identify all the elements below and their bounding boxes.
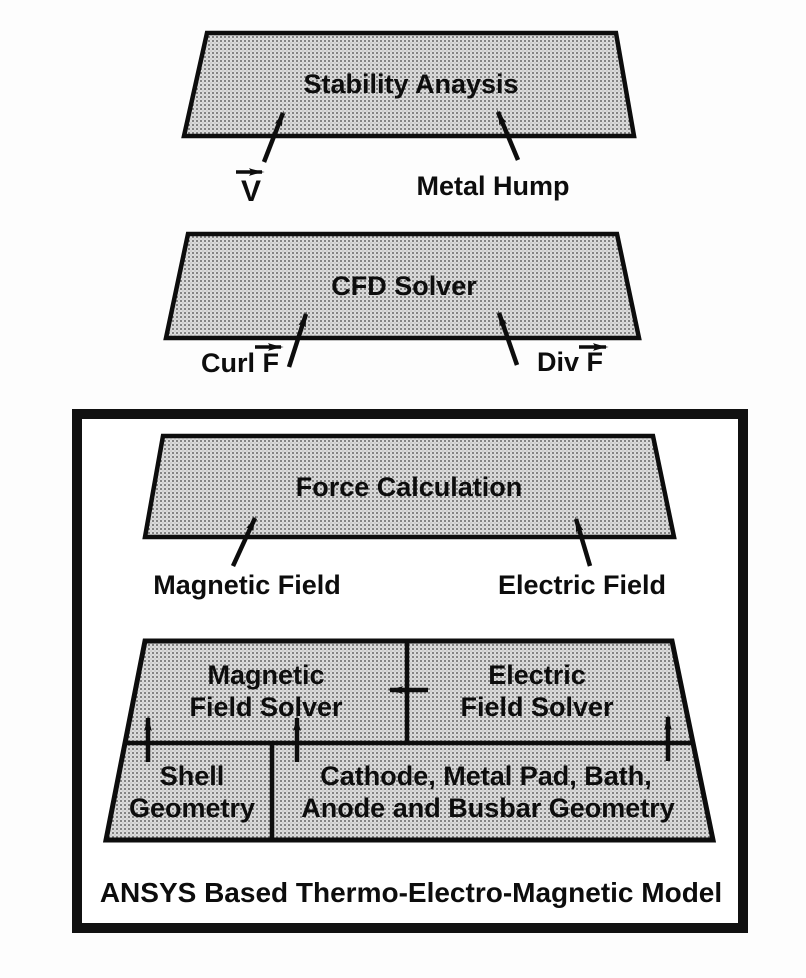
- arrow-div-to-cfd: [496, 310, 520, 366]
- electric-field-label: Electric Field: [498, 570, 666, 600]
- shell-geometry-label-line2: Geometry: [129, 793, 255, 823]
- stability-analysis-trapezoid: [181, 30, 637, 139]
- metal-hump-label: Metal Hump: [416, 171, 569, 201]
- cfd-solver-label: CFD Solver: [331, 271, 477, 301]
- force-calculation-label: Force Calculation: [296, 472, 523, 502]
- cathode-geometry-label-line1: Cathode, Metal Pad, Bath,: [320, 761, 652, 791]
- electric-solver-label-line1: Electric: [488, 660, 586, 690]
- magnetic-solver-label-line1: Magnetic: [207, 660, 324, 690]
- arrow-magnetic-field-to-force: [230, 515, 258, 567]
- ansys-box-caption: ANSYS Based Thermo-Electro-Magnetic Mode…: [100, 877, 722, 908]
- force-calculation-trapezoid: [142, 433, 677, 540]
- cfd-solver-trapezoid: [163, 231, 642, 341]
- div-f-label: Div F: [537, 347, 603, 377]
- arrow-velocity-to-stability: [261, 110, 286, 163]
- magnetic-field-label: Magnetic Field: [153, 570, 341, 600]
- magnetic-solver-label-line2: Field Solver: [189, 692, 343, 722]
- arrow-metal-hump-to-stability: [495, 109, 521, 161]
- arrow-electric-field-to-force: [573, 516, 593, 567]
- electric-solver-label-line2: Field Solver: [460, 692, 614, 722]
- velocity-label: V: [241, 175, 261, 208]
- cathode-geometry-label-line2: Anode and Busbar Geometry: [301, 793, 675, 823]
- arrow-curl-to-cfd: [286, 311, 309, 368]
- solver-trapezoid: [102, 638, 717, 843]
- stability-analysis-label: Stability Anaysis: [303, 69, 518, 99]
- curl-f-label: Curl F: [201, 348, 279, 378]
- shell-geometry-label-line1: Shell: [160, 761, 225, 791]
